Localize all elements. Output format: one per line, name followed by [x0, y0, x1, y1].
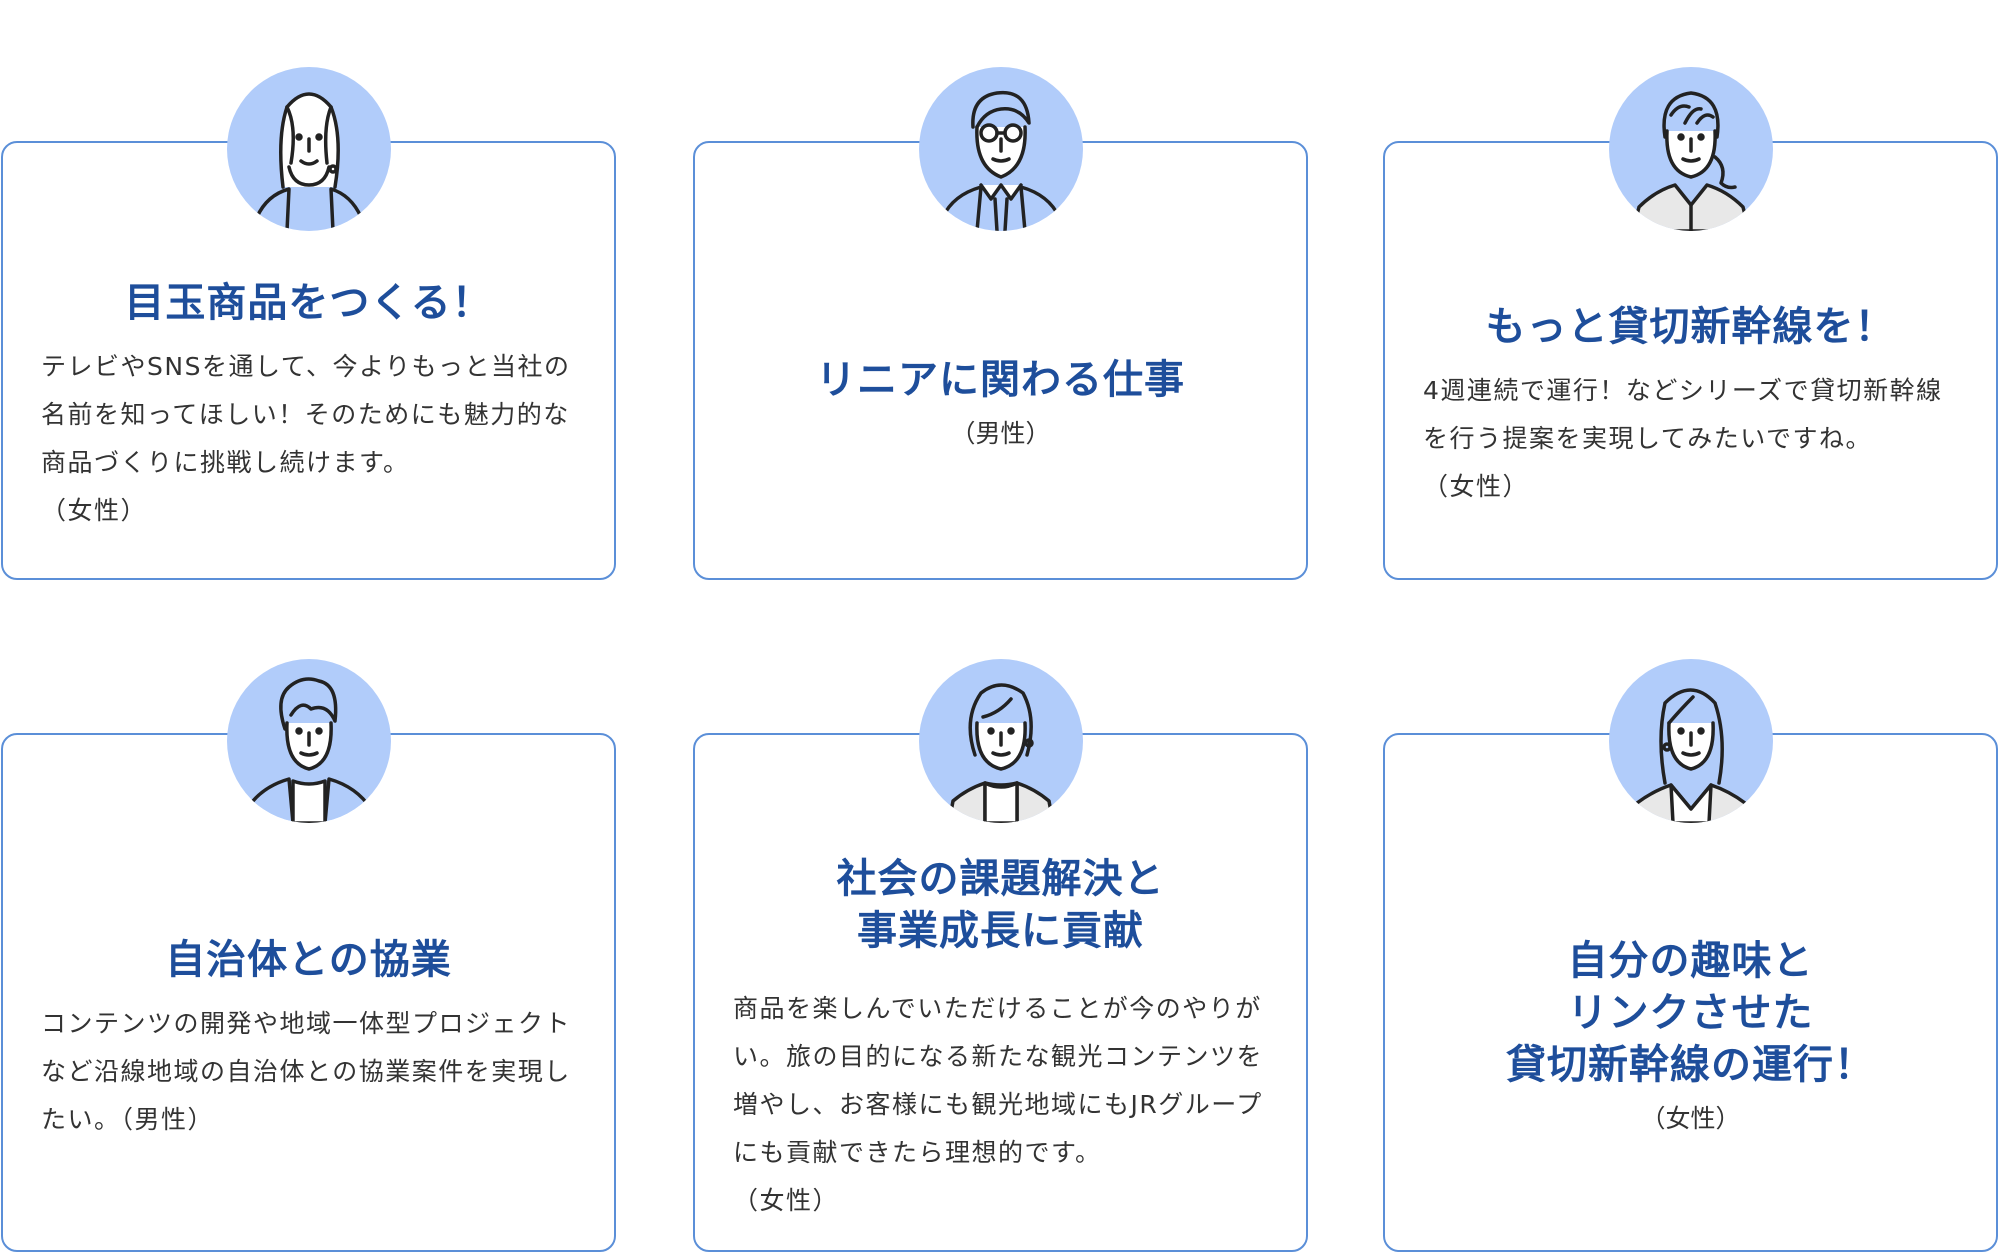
woman-bob-hair-avatar-icon — [918, 659, 1083, 823]
card-content: 自治体との協業 コンテンツの開発や地域一体型プロジェクトなど沿線地域の自治体との… — [3, 827, 614, 1250]
card-gender: （女性） — [1423, 471, 1530, 501]
card-gender: （男性） — [120, 1104, 215, 1134]
voice-card: 社会の課題解決と 事業成長に貢献 商品を楽しんでいただけることが今のやりがい。旅… — [693, 659, 1308, 1252]
card-content: 自分の趣味と リンクさせた 貸切新幹線の運行！ （女性） — [1385, 827, 1996, 1250]
card-body: 4週連続で運行！などシリーズで貸切新幹線を行う提案を実現してみたいですね。 （女… — [1423, 367, 1958, 511]
man-wavy-hair-avatar-icon — [226, 659, 391, 823]
card-content: リニアに関わる仕事 （男性） — [695, 233, 1306, 578]
card-content: もっと貸切新幹線を！ 4週連続で運行！などシリーズで貸切新幹線を行う提案を実現し… — [1385, 233, 1996, 578]
card-body-text: 4週連続で運行！などシリーズで貸切新幹線を行う提案を実現してみたいですね。 — [1423, 375, 1943, 453]
man-glasses-avatar-icon — [918, 67, 1083, 231]
voice-card: 目玉商品をつくる！ テレビやSNSを通して、今よりもっと当社の名前を知ってほしい… — [1, 67, 616, 580]
card-content: 社会の課題解決と 事業成長に貢献 商品を楽しんでいただけることが今のやりがい。旅… — [695, 827, 1306, 1250]
card-gender: （女性） — [1640, 1103, 1741, 1133]
voice-card: 自治体との協業 コンテンツの開発や地域一体型プロジェクトなど沿線地域の自治体との… — [1, 659, 616, 1252]
card-title: 目玉商品をつくる！ — [124, 279, 493, 326]
card-title: 自分の趣味と リンクさせた 貸切新幹線の運行！ — [1506, 937, 1875, 1088]
card-title: 社会の課題解決と 事業成長に貢献 — [836, 855, 1165, 954]
card-body-text: 商品を楽しんでいただけることが今のやりがい。旅の目的になる新たな観光コンテンツを… — [733, 993, 1264, 1167]
card-body: 商品を楽しんでいただけることが今のやりがい。旅の目的になる新たな観光コンテンツを… — [733, 985, 1268, 1225]
card-title: もっと貸切新幹線を！ — [1485, 303, 1896, 350]
voice-card: もっと貸切新幹線を！ 4週連続で運行！などシリーズで貸切新幹線を行う提案を実現し… — [1383, 67, 1998, 580]
woman-long-hair-avatar-icon — [226, 67, 391, 231]
card-title: 自治体との協業 — [165, 936, 452, 983]
card-body: コンテンツの開発や地域一体型プロジェクトなど沿線地域の自治体との協業案件を実現し… — [41, 1000, 576, 1144]
card-body-text: テレビやSNSを通して、今よりもっと当社の名前を知ってほしい！そのためにも魅力的… — [41, 351, 571, 477]
card-gender: （女性） — [733, 1185, 840, 1215]
card-content: 目玉商品をつくる！ テレビやSNSを通して、今よりもっと当社の名前を知ってほしい… — [3, 233, 614, 578]
woman-long-hair-v-neck-avatar-icon — [1608, 659, 1773, 823]
woman-ponytail-avatar-icon — [1608, 67, 1773, 231]
card-body-text: コンテンツの開発や地域一体型プロジェクトなど沿線地域の自治体との協業案件を実現し… — [41, 1008, 572, 1134]
voice-card: 自分の趣味と リンクさせた 貸切新幹線の運行！ （女性） — [1383, 659, 1998, 1252]
card-gender: （女性） — [41, 495, 148, 525]
card-gender: （男性） — [950, 418, 1051, 448]
card-body: テレビやSNSを通して、今よりもっと当社の名前を知ってほしい！そのためにも魅力的… — [41, 343, 576, 535]
card-title: リニアに関わる仕事 — [816, 356, 1185, 403]
voice-card: リニアに関わる仕事 （男性） — [693, 67, 1308, 580]
